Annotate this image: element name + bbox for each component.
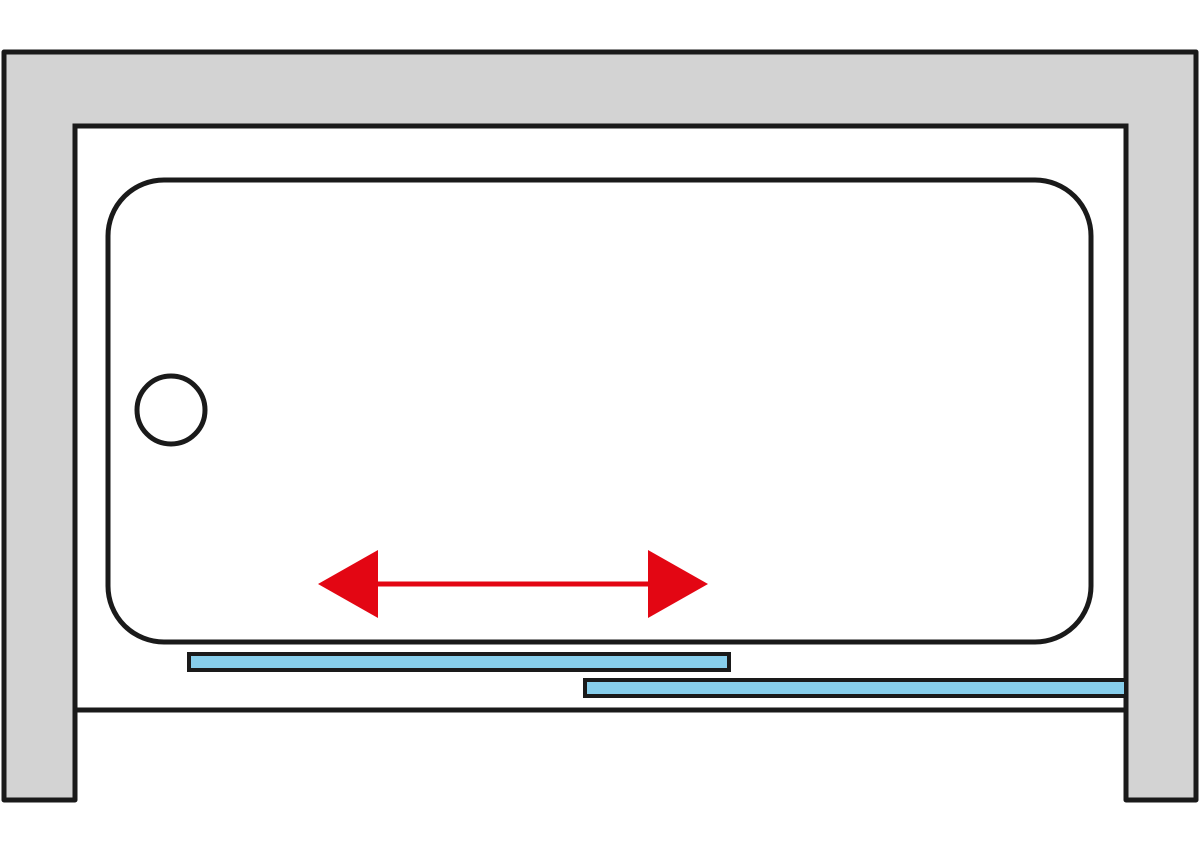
bathtub-basin	[105, 177, 1094, 645]
drain-icon	[134, 373, 208, 447]
arrow-head-right	[648, 550, 708, 618]
double-arrow-icon	[318, 550, 708, 618]
arrow-head-left	[318, 550, 378, 618]
fixed-glass-panel	[583, 678, 1128, 698]
sliding-glass-panel	[187, 652, 731, 672]
